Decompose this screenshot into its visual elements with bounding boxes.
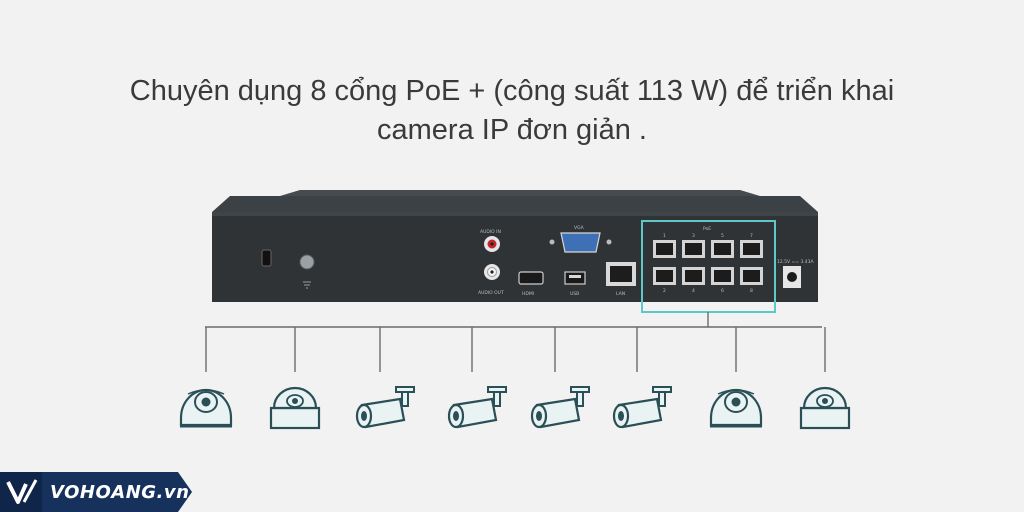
hdmi-port — [518, 271, 544, 285]
poe-port-number: 7 — [750, 233, 753, 239]
poe-port-number: 3 — [692, 233, 695, 239]
headline-line-1: Chuyên dụng 8 cổng PoE + (công suất 113 … — [129, 75, 895, 107]
poe-port-group: 1 3 5 7 2 4 6 8 — [653, 233, 763, 294]
bullet-camera-icon — [447, 386, 507, 429]
nvr-top-panel — [212, 196, 818, 212]
power-label: 12.5V == 3.43A — [777, 259, 815, 265]
poe-port-2: 2 — [653, 267, 676, 294]
poe-port-6: 6 — [711, 267, 734, 294]
kensington-lock-icon — [261, 249, 272, 267]
poe-port-number: 2 — [663, 288, 666, 294]
bullet-camera-icon — [355, 386, 415, 429]
audio-in-label: AUDIO IN — [480, 229, 501, 235]
brand-name: VOHOANG.vn — [50, 482, 190, 503]
poe-label: PoE — [703, 226, 711, 232]
connection-lines — [205, 312, 826, 372]
poe-port-7: 7 — [740, 233, 763, 258]
poe-port-5: 5 — [711, 233, 734, 258]
vga-port — [560, 232, 601, 253]
brand-logo[interactable]: VOHOANG.vn — [0, 472, 192, 512]
brand-v-icon — [6, 481, 28, 504]
poe-port-number: 4 — [692, 288, 695, 294]
poe-port-number: 8 — [750, 288, 753, 294]
headline-line-2: camera IP đơn giản . — [377, 114, 647, 146]
poe-port-8: 8 — [740, 267, 763, 294]
vga-label: VGA — [574, 225, 585, 231]
headline: Chuyên dụng 8 cổng PoE + (công suất 113 … — [0, 72, 1024, 150]
turret-camera-icon — [799, 386, 851, 430]
bullet-camera-icon — [530, 386, 590, 429]
ground-symbol-icon — [303, 281, 311, 289]
dome-camera-icon — [709, 388, 763, 428]
lan-label: LAN — [616, 291, 625, 297]
poe-port-number: 5 — [721, 233, 724, 239]
nvr-device: AUDIO IN AUDIO OUT VGA HDMI USB LAN PoE … — [212, 190, 818, 313]
poe-port-number: 6 — [721, 288, 724, 294]
poe-port-3: 3 — [682, 233, 705, 258]
ground-screw-icon — [299, 254, 315, 270]
usb-label: USB — [570, 291, 579, 297]
poe-port-4: 4 — [682, 267, 705, 294]
bullet-camera-icon — [612, 386, 672, 429]
camera-row — [179, 386, 851, 430]
dome-camera-icon — [179, 388, 233, 428]
audio-out-label: AUDIO OUT — [478, 290, 504, 296]
turret-camera-icon — [269, 386, 321, 430]
poe-port-number: 1 — [663, 233, 666, 239]
poe-port-1: 1 — [653, 233, 676, 258]
hdmi-label: HDMI — [522, 291, 534, 297]
